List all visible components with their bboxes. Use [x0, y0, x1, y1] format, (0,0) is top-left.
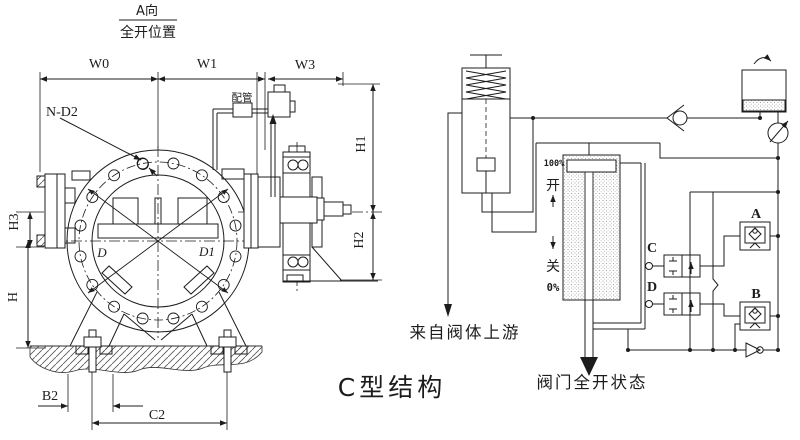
structure-type-title: C型结构	[338, 373, 446, 402]
return-line	[628, 342, 778, 358]
main-cylinder	[562, 154, 621, 301]
dim-label-b2: B2	[42, 389, 58, 404]
scale-100-percent-label: 100%	[544, 159, 565, 169]
upstream-source-label: 来自阀体上游	[410, 323, 521, 342]
pipe-fitting-label: 配管	[232, 91, 253, 104]
valve-c-label: C	[647, 241, 657, 256]
dim-label-n-d2: N-D2	[46, 105, 78, 120]
spring-pilot-cylinder	[461, 54, 511, 194]
scale-open-label: 开	[546, 178, 560, 194]
open-position-label: 全开位置	[120, 24, 176, 41]
dim-label-h2: H2	[352, 231, 367, 248]
valve-state-label: 阀门全开状态	[537, 373, 648, 392]
pilot-valve-and-piping	[212, 84, 296, 197]
inlet-flange	[36, 170, 91, 249]
scale-0-percent-label: 0%	[547, 282, 560, 294]
valve-b-label: B	[751, 287, 760, 302]
upstream-supply-line	[444, 112, 462, 317]
check-valve	[510, 104, 760, 132]
scale-close-label: 关	[546, 259, 560, 275]
dim-label-w1: W1	[197, 57, 217, 72]
limit-valve-c	[645, 235, 740, 278]
dim-label-w3: W3	[295, 58, 315, 73]
dim-label-d1: D1	[198, 244, 215, 259]
dim-label-w0: W0	[89, 57, 109, 72]
throttle-valve-a	[739, 221, 780, 251]
limit-valve-d	[645, 292, 740, 317]
anchor-bolts	[75, 329, 248, 373]
actuator-unit	[257, 145, 378, 283]
valve-front-view	[16, 19, 382, 430]
dim-label-h3: H3	[7, 213, 22, 230]
hydraulic-schematic	[444, 54, 789, 376]
valve-a-label: A	[751, 207, 762, 222]
dim-label-d: D	[96, 245, 107, 260]
oil-reservoir	[741, 54, 787, 118]
throttle-valve-b	[734, 301, 780, 350]
dim-label-h: H	[6, 292, 21, 302]
view-direction-label: A向	[136, 3, 158, 19]
valve-disc	[97, 197, 219, 295]
dim-label-c2: C2	[149, 408, 165, 423]
valve-d-label: D	[647, 280, 657, 295]
piston-rod-output	[580, 300, 598, 376]
dim-label-h1: H1	[354, 135, 369, 152]
cylinder-feed-pipe	[593, 162, 646, 350]
